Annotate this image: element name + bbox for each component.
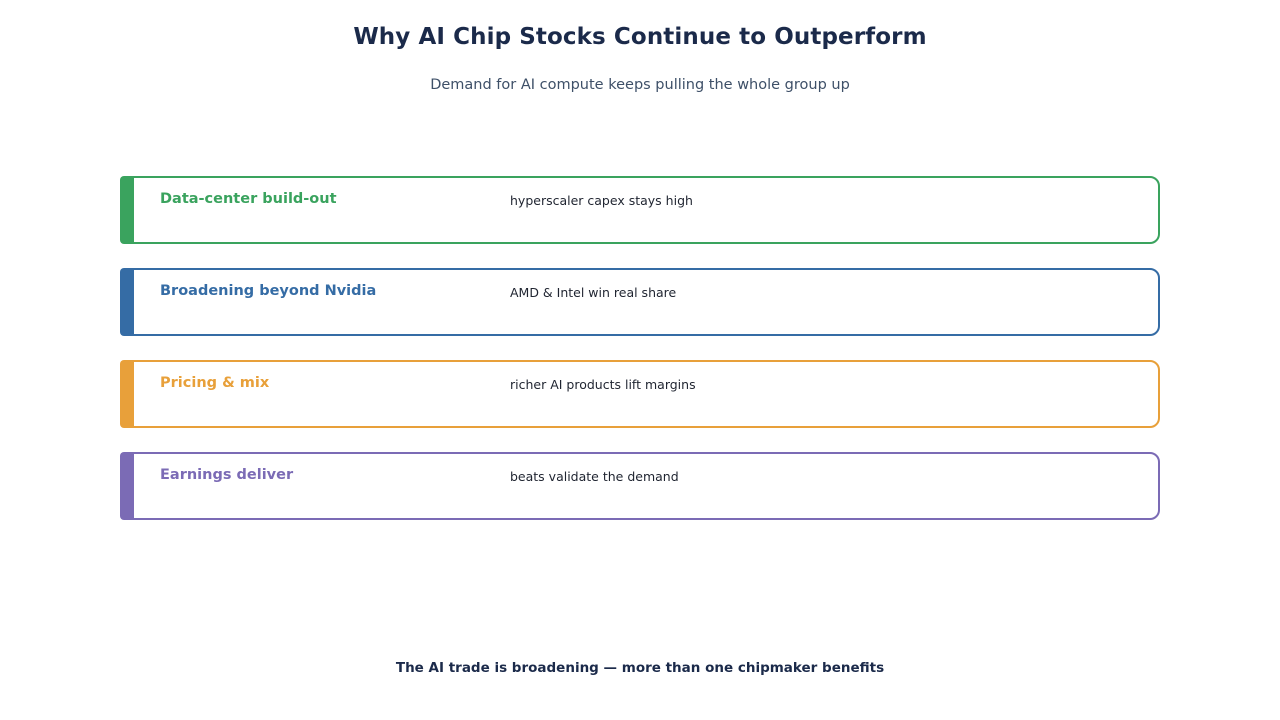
- driver-card-broadening: Broadening beyond Nvidia AMD & Intel win…: [120, 268, 1160, 336]
- driver-list: Data-center build-out hyperscaler capex …: [120, 176, 1160, 544]
- page-title: Why AI Chip Stocks Continue to Outperfor…: [353, 24, 927, 50]
- page-subtitle: Demand for AI compute keeps pulling the …: [430, 77, 850, 93]
- card-accent-bar: [120, 360, 134, 428]
- driver-card-pricing: Pricing & mix richer AI products lift ma…: [120, 360, 1160, 428]
- driver-card-earnings: Earnings deliver beats validate the dema…: [120, 452, 1160, 520]
- card-label: Earnings deliver: [160, 467, 294, 483]
- card-description: hyperscaler capex stays high: [510, 193, 693, 208]
- card-accent-bar: [120, 268, 134, 336]
- card-label: Broadening beyond Nvidia: [160, 283, 377, 299]
- card-accent-bar: [120, 452, 134, 520]
- card-label: Data-center build-out: [160, 191, 337, 207]
- driver-card-data-center: Data-center build-out hyperscaler capex …: [120, 176, 1160, 244]
- card-description: AMD & Intel win real share: [510, 285, 677, 300]
- card-description: richer AI products lift margins: [510, 377, 696, 392]
- card-description: beats validate the demand: [510, 469, 679, 484]
- card-label: Pricing & mix: [160, 375, 270, 391]
- card-accent-bar: [120, 176, 134, 244]
- footer-takeaway: The AI trade is broadening — more than o…: [395, 660, 885, 676]
